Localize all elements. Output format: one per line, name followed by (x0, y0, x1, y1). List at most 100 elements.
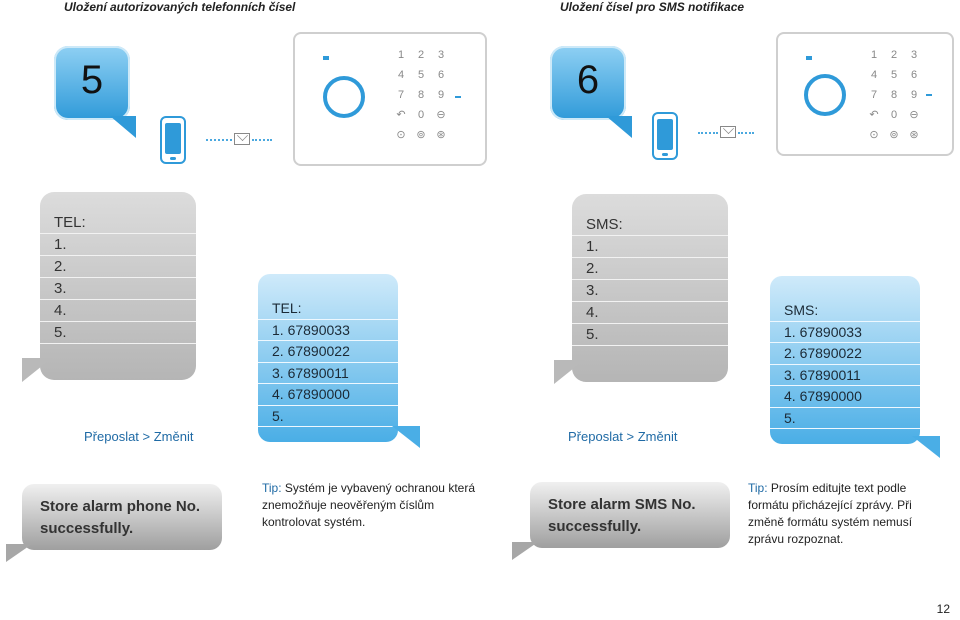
step-number: 5 (80, 58, 104, 102)
list-item: 4. (40, 300, 196, 322)
list-header: TEL: (40, 212, 196, 234)
reply-bubble: Store alarm SMS No. successfully. (530, 482, 730, 548)
list-item: 2. (40, 256, 196, 278)
key-home: ⊚ (416, 129, 426, 141)
bubble-tail-icon (22, 358, 52, 382)
reply-line-2: successfully. (40, 520, 134, 537)
page-number: 12 (936, 602, 950, 616)
key-arm: ⊙ (869, 129, 879, 141)
key-sos: ⊛ (436, 129, 446, 141)
tip-text: Systém je vybavený ochranou která znemož… (262, 481, 475, 529)
reply-line-2: successfully. (548, 518, 642, 535)
dotted-link (738, 132, 754, 134)
list-item: 1. 67890033 (770, 322, 920, 343)
list-header: SMS: (572, 214, 728, 236)
tip-label: Tip: (262, 481, 282, 495)
key-disarm: ⊖ (909, 109, 919, 121)
list-item: 3. (40, 278, 196, 300)
key-0: 0 (890, 109, 898, 121)
key-4: 4 (870, 69, 878, 81)
bubble-tail-icon (606, 116, 632, 138)
forward-edit-label: Přeposlat > Změnit (568, 429, 678, 444)
tip-note: Tip: Systém je vybavený ochranou která z… (262, 480, 492, 531)
step-5-bubble: 5 (54, 46, 130, 120)
phone-icon (160, 116, 186, 164)
signal-icon (323, 56, 329, 60)
sms-template-blue: SMS: 1. 67890033 2. 67890022 3. 67890011… (770, 276, 920, 444)
list-item: 5. (258, 406, 398, 427)
key-7: 7 (870, 89, 878, 101)
key-8: 8 (890, 89, 898, 101)
list-item: 3. 67890011 (258, 363, 398, 384)
list-item: 4. (572, 302, 728, 324)
bubble-tail-icon (554, 360, 584, 384)
key-5: 5 (890, 69, 898, 81)
list-item: 5. (770, 408, 920, 429)
bubble-tail-icon (392, 426, 420, 448)
list-item: 2. 67890022 (258, 341, 398, 363)
key-back: ↶ (396, 109, 406, 121)
reply-line-1: Store alarm SMS No. (548, 496, 696, 513)
bubble-tail-icon (6, 544, 32, 562)
list-item: 3. 67890011 (770, 365, 920, 386)
list-item: 2. (572, 258, 728, 280)
reply-line-1: Store alarm phone No. (40, 498, 201, 515)
key-home: ⊚ (889, 129, 899, 141)
bubble-tail-icon (512, 542, 538, 560)
key-3: 3 (910, 49, 918, 61)
list-header: TEL: (258, 298, 398, 320)
key-arm: ⊙ (396, 129, 406, 141)
list-item: 5. (40, 322, 196, 344)
list-item: 4. 67890000 (258, 384, 398, 406)
sms-template-grey: TEL: 1. 2. 3. 4. 5. (40, 192, 196, 380)
list-item: 2. 67890022 (770, 343, 920, 365)
sms-template-blue: TEL: 1. 67890033 2. 67890022 3. 67890011… (258, 274, 398, 442)
signal-icon (806, 56, 812, 60)
key-5: 5 (417, 69, 425, 81)
list-item: 1. (572, 236, 728, 258)
phone-icon (652, 112, 678, 160)
envelope-icon (234, 133, 250, 145)
dotted-link (252, 139, 272, 141)
step-number: 6 (576, 58, 600, 102)
key-9: 9 (437, 89, 445, 101)
tip-note: Tip: Prosím editujte text podle formátu … (748, 480, 948, 548)
key-2: 2 (890, 49, 898, 61)
list-header: SMS: (770, 300, 920, 322)
key-2: 2 (417, 49, 425, 61)
sms-template-grey: SMS: 1. 2. 3. 4. 5. (572, 194, 728, 382)
list-item: 4. 67890000 (770, 386, 920, 408)
key-4: 4 (397, 69, 405, 81)
list-item: 5. (572, 324, 728, 346)
power-ring-icon (804, 74, 846, 116)
key-0: 0 (417, 109, 425, 121)
key-8: 8 (417, 89, 425, 101)
bubble-tail-icon (912, 436, 940, 458)
tip-label: Tip: (748, 481, 768, 495)
tip-text: Prosím editujte text podle formátu přich… (748, 481, 913, 546)
key-7: 7 (397, 89, 405, 101)
key-back: ↶ (869, 109, 879, 121)
key-1: 1 (397, 49, 405, 61)
bubble-tail-icon (110, 116, 136, 138)
right-section-title: Uložení čísel pro SMS notifikace (560, 0, 745, 14)
key-disarm: ⊖ (436, 109, 446, 121)
list-item: 3. (572, 280, 728, 302)
key-6: 6 (437, 69, 445, 81)
status-led (926, 94, 932, 96)
status-led (455, 96, 461, 98)
dotted-link (698, 132, 718, 134)
power-ring-icon (323, 76, 365, 118)
forward-edit-label: Přeposlat > Změnit (84, 429, 194, 444)
list-item: 1. (40, 234, 196, 256)
envelope-icon (720, 126, 736, 138)
step-6-bubble: 6 (550, 46, 626, 120)
key-6: 6 (910, 69, 918, 81)
key-3: 3 (437, 49, 445, 61)
dotted-link (206, 139, 232, 141)
left-section-title: Uložení autorizovaných telefonních čísel (64, 0, 296, 14)
